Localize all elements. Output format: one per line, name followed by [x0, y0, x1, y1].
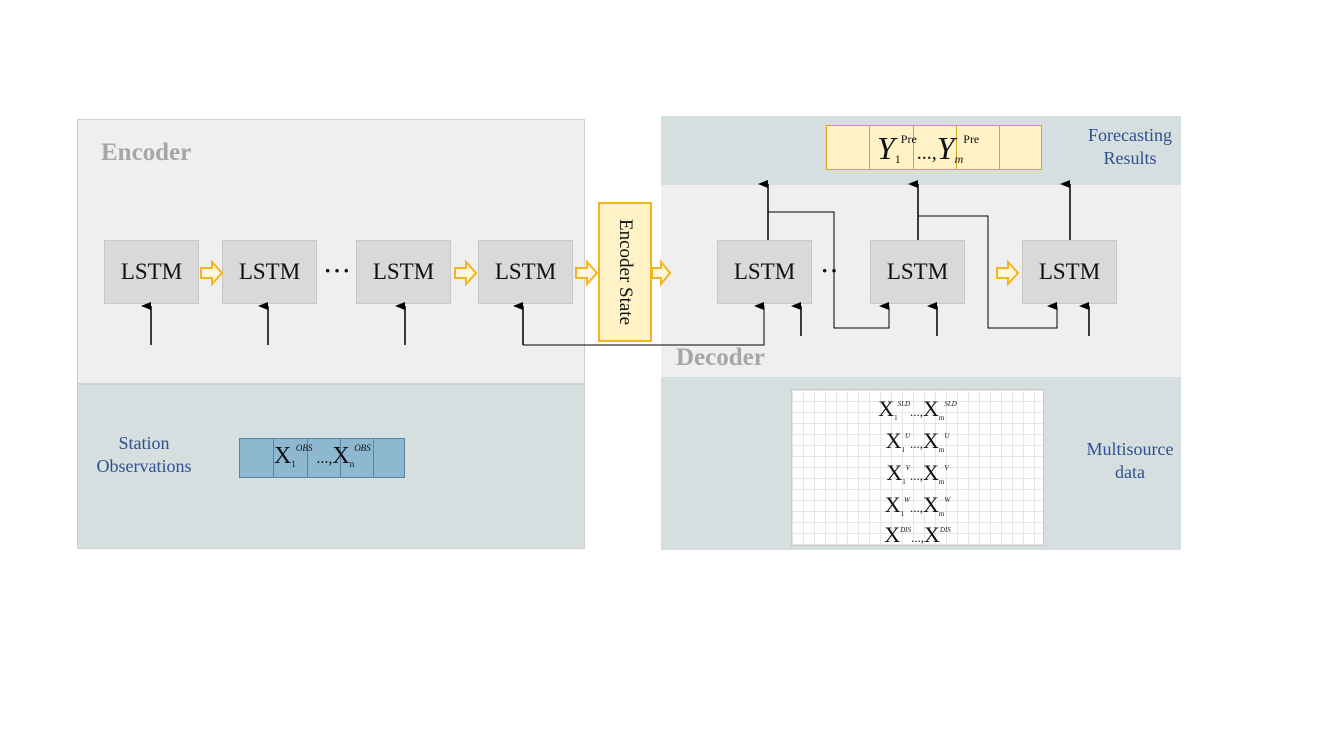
multisource-row: X1U...,XmU	[885, 428, 950, 454]
multisource-label-line: Multisource	[1086, 439, 1174, 459]
strip-divider	[956, 126, 957, 169]
feedback-connector	[768, 211, 890, 329]
encoder-flow-arrow	[454, 259, 478, 287]
strip-divider	[273, 439, 274, 477]
decoder-flow-arrow	[996, 259, 1020, 287]
observations-label-line: Observations	[96, 456, 192, 476]
to-encoder-state-arrow	[575, 259, 599, 287]
encoder-flow-arrow	[200, 259, 224, 287]
decoder-lstm-cell: LSTM	[717, 240, 812, 304]
forecast-sequence-formula: Y1Pre...,YmPre	[877, 130, 980, 166]
station-observations-label: Station Observations	[84, 432, 204, 478]
encoder-lstm-cell: LSTM	[356, 240, 451, 304]
decoder-lstm-cell: LSTM	[1022, 240, 1117, 304]
feedback-connector	[918, 215, 1058, 329]
forecasting-results-label: Forecasting Results	[1070, 124, 1190, 170]
multisource-data-grid: X1SLD...,XmSLD X1U...,XmU X1V...,XmV X1W…	[791, 389, 1044, 547]
data-label-line: data	[1115, 462, 1145, 482]
results-label-line: Results	[1103, 148, 1157, 168]
forecasting-label-line: Forecasting	[1088, 125, 1172, 145]
multisource-row: X1W...,XmW	[884, 492, 951, 518]
encoder-title: Encoder	[101, 139, 192, 166]
encoder-lstm-cell: LSTM	[478, 240, 573, 304]
decoder-title: Decoder	[676, 344, 765, 371]
observation-to-decoder-connector	[523, 302, 765, 346]
strip-divider	[999, 126, 1000, 169]
multisource-row: XDIS...,XDIS	[884, 522, 951, 547]
station-label-line: Station	[118, 433, 170, 453]
strip-divider	[869, 126, 870, 169]
multisource-row: X1V...,XmV	[886, 460, 949, 486]
forecast-sequence-strip: Y1Pre...,YmPre	[826, 125, 1042, 170]
multisource-row: X1SLD...,XmSLD	[878, 396, 957, 422]
strip-divider	[307, 439, 308, 477]
encoder-ellipsis: ···	[324, 258, 353, 283]
encoder-lstm-cell: LSTM	[222, 240, 317, 304]
strip-divider	[340, 439, 341, 477]
from-encoder-state-arrow	[651, 259, 672, 287]
observation-sequence-formula: X1OBS ...,XnOBS	[274, 443, 371, 469]
encoder-lstm-cell: LSTM	[104, 240, 199, 304]
observation-sequence-strip: X1OBS ...,XnOBS	[239, 438, 405, 478]
decoder-lstm-cell: LSTM	[870, 240, 965, 304]
strip-divider	[373, 439, 374, 477]
multisource-data-label: Multisource data	[1070, 438, 1190, 484]
strip-divider	[913, 126, 914, 169]
